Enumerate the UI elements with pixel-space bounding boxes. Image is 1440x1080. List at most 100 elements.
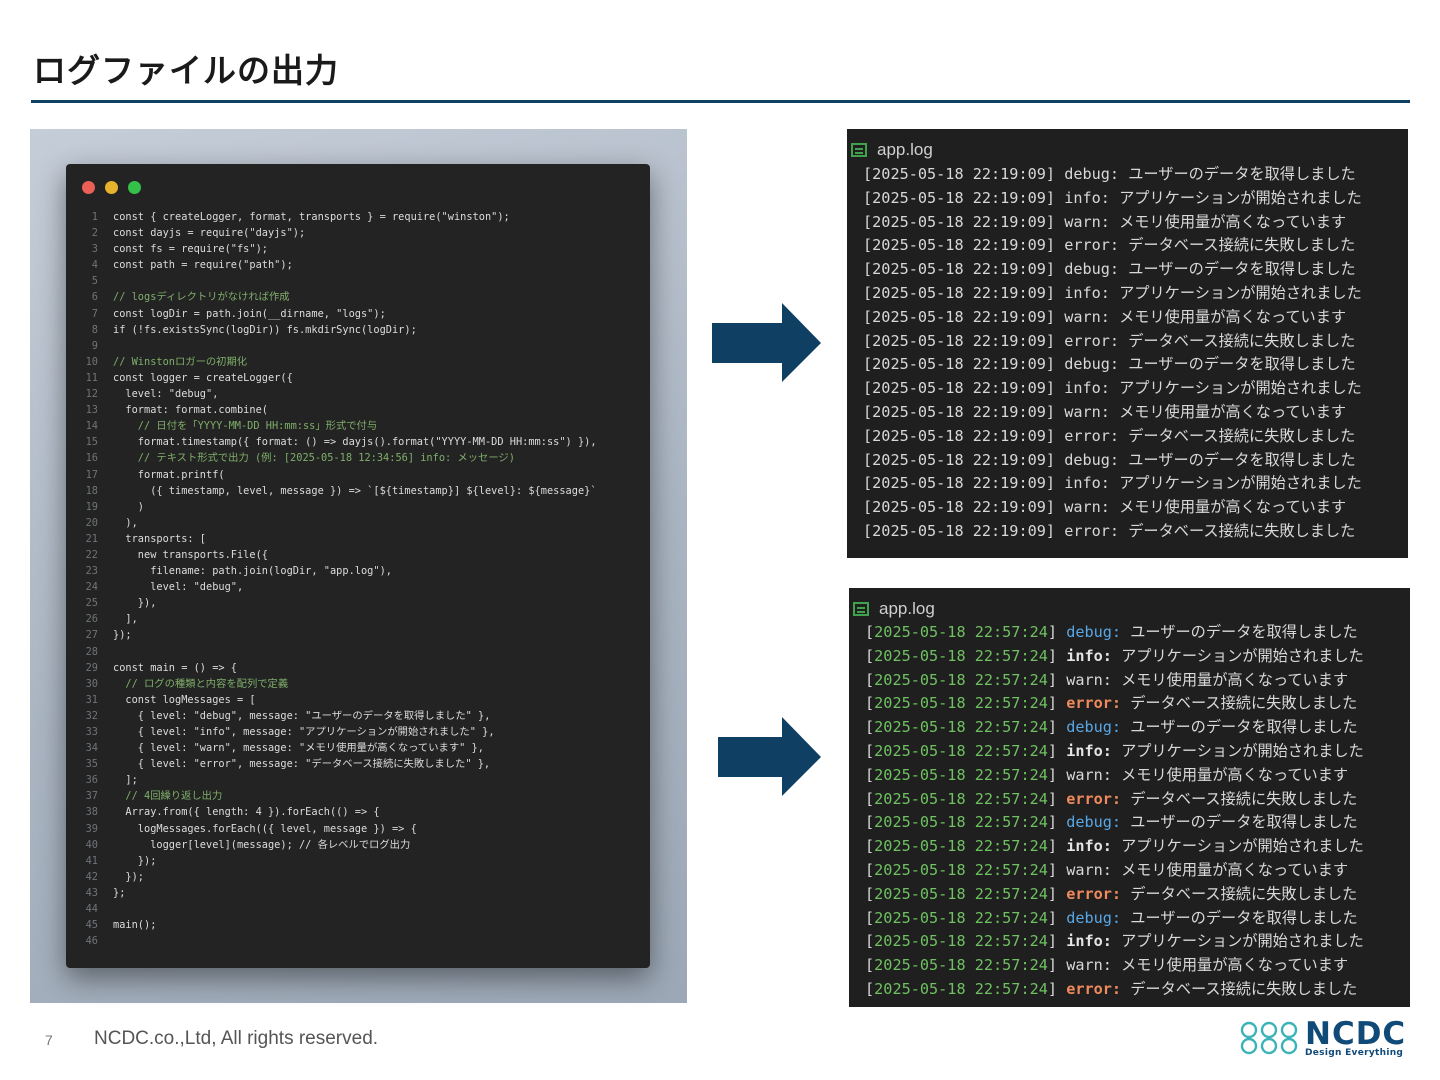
line-number: 30 xyxy=(85,677,98,690)
log-message: アプリケーションが開始されました xyxy=(1119,474,1362,493)
log-message: アプリケーションが開始されました xyxy=(1121,932,1364,951)
line-number: 4 xyxy=(91,259,98,272)
bracket: [ xyxy=(863,212,873,231)
log-line: [2025-05-18 22:19:09] info: アプリケーションが開始さ… xyxy=(863,187,1362,211)
code-text: ]; xyxy=(113,774,138,787)
log-line: [2025-05-18 22:57:24] info: アプリケーションが開始さ… xyxy=(865,645,1364,669)
line-number: 26 xyxy=(85,613,98,626)
code-line: 13 format: format.combine( xyxy=(80,402,640,418)
log-level-separator: : xyxy=(1100,498,1120,517)
log-level-separator: : xyxy=(1111,908,1131,927)
code-text: { level: "info", message: "アプリケーションが開始され… xyxy=(113,726,495,738)
log-level-separator: : xyxy=(1100,474,1120,493)
bracket: [ xyxy=(863,331,873,350)
title-divider xyxy=(31,100,1410,103)
line-number: 40 xyxy=(85,838,98,851)
code-text: logger[level](message); // 各レベルでログ出力 xyxy=(113,838,411,851)
bracket: ] xyxy=(1047,908,1067,927)
code-line: 4 const path = require("path"); xyxy=(80,257,640,273)
maximize-dot-icon xyxy=(128,181,141,194)
log-message: データベース接続に失敗しました xyxy=(1128,521,1356,540)
log-level: warn xyxy=(1064,212,1101,231)
line-number: 25 xyxy=(85,597,98,610)
code-text: ) xyxy=(113,500,144,513)
log-level: warn xyxy=(1064,498,1101,517)
code-line: 26 ], xyxy=(80,611,640,627)
bracket: [ xyxy=(863,426,873,445)
log-message: データベース接続に失敗しました xyxy=(1130,789,1358,808)
log-level-separator: : xyxy=(1111,789,1131,808)
code-line: 37 // 4回繰り返し出力 xyxy=(80,788,640,804)
code-line: 28 xyxy=(80,644,640,660)
bracket: ] xyxy=(1047,789,1067,808)
bracket: [ xyxy=(865,765,875,784)
log-line: [2025-05-18 22:57:24] error: データベース接続に失敗… xyxy=(865,692,1364,716)
code-text: const logMessages = [ xyxy=(113,693,256,706)
bracket: ] xyxy=(1045,331,1065,350)
bracket: ] xyxy=(1047,623,1067,641)
log-timestamp: 2025-05-18 22:57:24 xyxy=(874,623,1048,641)
log-level: debug xyxy=(1066,908,1112,927)
bracket: ] xyxy=(1045,212,1065,231)
log-message: ユーザーのデータを取得しました xyxy=(1130,718,1358,737)
line-number: 41 xyxy=(85,854,98,867)
code-text: const path = require("path"); xyxy=(113,259,293,272)
log-timestamp: 2025-05-18 22:19:09 xyxy=(872,188,1046,207)
log-message: ユーザーのデータを取得しました xyxy=(1128,260,1356,279)
log-level-separator: : xyxy=(1102,956,1122,975)
right-arrow-icon xyxy=(718,717,821,796)
line-number: 24 xyxy=(85,581,98,594)
page-number: 7 xyxy=(45,1032,53,1048)
log-level: debug xyxy=(1064,260,1110,279)
logo-wordmark: NCDC xyxy=(1305,1016,1407,1052)
code-text: main(); xyxy=(113,919,157,932)
log-timestamp: 2025-05-18 22:57:24 xyxy=(874,670,1048,689)
bracket: ] xyxy=(1045,260,1065,279)
log-level: info xyxy=(1066,932,1103,951)
log-line: [2025-05-18 22:19:09] warn: メモリ使用量が高くなって… xyxy=(863,401,1362,425)
bracket: ] xyxy=(1045,450,1065,469)
code-line: 33 { level: "info", message: "アプリケーションが開… xyxy=(80,724,640,740)
log-timestamp: 2025-05-18 22:57:24 xyxy=(874,932,1048,951)
code-line: 46 xyxy=(80,933,640,949)
log-timestamp: 2025-05-18 22:57:24 xyxy=(874,979,1048,998)
bracket: [ xyxy=(865,932,875,951)
bracket: ] xyxy=(1045,283,1065,302)
code-line: 20 ), xyxy=(80,515,640,531)
log-message: メモリ使用量が高くなっています xyxy=(1121,860,1349,879)
log-level: error xyxy=(1066,694,1112,713)
ncdc-logo: NCDC Design Everything xyxy=(1237,1016,1412,1062)
log-message: データベース接続に失敗しました xyxy=(1130,979,1358,998)
code-text: }), xyxy=(113,597,157,610)
log-timestamp: 2025-05-18 22:57:24 xyxy=(874,765,1048,784)
bracket: ] xyxy=(1047,670,1067,689)
log-timestamp: 2025-05-18 22:19:09 xyxy=(872,307,1046,326)
line-number: 20 xyxy=(85,516,98,529)
log-timestamp: 2025-05-18 22:57:24 xyxy=(874,956,1048,975)
bracket: [ xyxy=(863,402,873,421)
line-number: 21 xyxy=(85,532,98,545)
log-lines: [2025-05-18 22:57:24] debug: ユーザーのデータを取得… xyxy=(865,621,1364,1002)
line-number: 28 xyxy=(85,645,98,658)
log-level: warn xyxy=(1066,670,1103,689)
line-number: 12 xyxy=(85,388,98,401)
log-timestamp: 2025-05-18 22:57:24 xyxy=(874,718,1048,737)
code-line: 10// Winstonロガーの初期化 xyxy=(80,354,640,370)
bracket: ] xyxy=(1047,884,1067,903)
logo-tagline: Design Everything xyxy=(1305,1048,1404,1058)
line-number: 43 xyxy=(85,886,98,899)
log-level: debug xyxy=(1064,165,1110,183)
log-message: ユーザーのデータを取得しました xyxy=(1130,623,1358,641)
code-text: const logDir = path.join(__dirname, "log… xyxy=(113,307,386,320)
bracket: [ xyxy=(865,837,875,856)
code-text: // Winstonロガーの初期化 xyxy=(113,355,248,368)
code-line: 38 Array.from({ length: 4 }).forEach(() … xyxy=(80,804,640,820)
line-number: 18 xyxy=(85,484,98,497)
code-line: 19 ) xyxy=(80,499,640,515)
bracket: ] xyxy=(1045,236,1065,255)
bracket: [ xyxy=(865,884,875,903)
